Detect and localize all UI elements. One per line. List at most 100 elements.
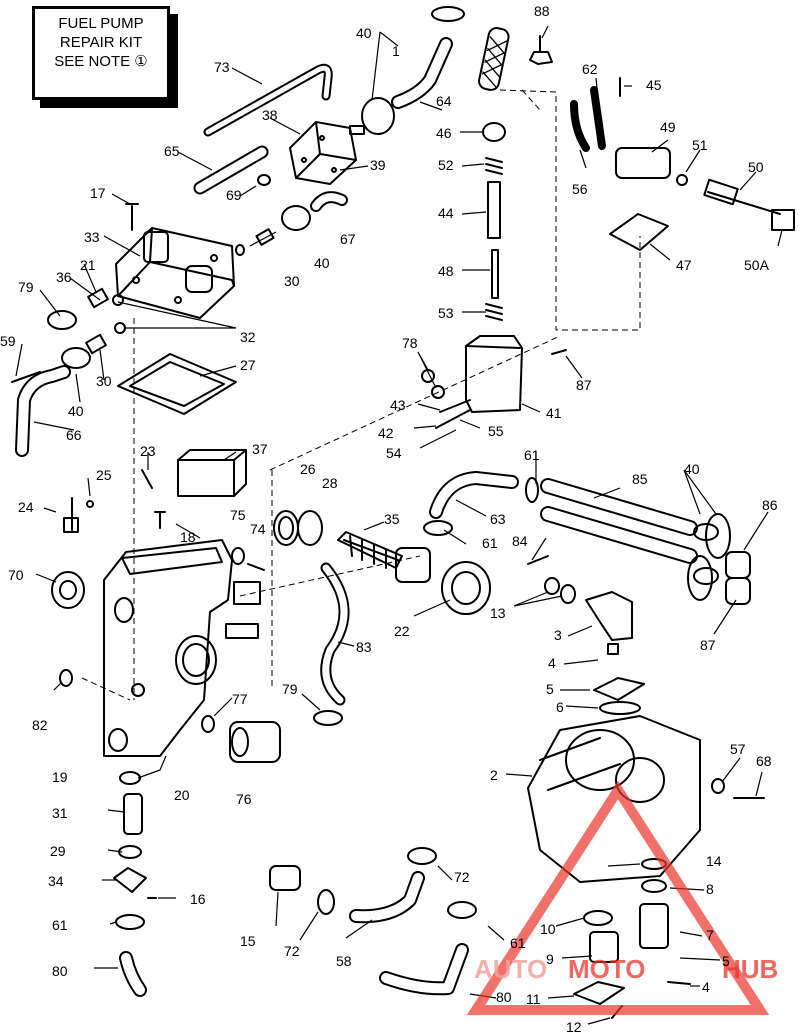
cover-33	[115, 227, 235, 319]
pin-42	[435, 409, 471, 429]
label-53: 53	[438, 305, 454, 321]
screw-4-b	[667, 981, 691, 985]
label-79-b: 79	[282, 681, 298, 697]
label-51: 51	[692, 137, 708, 153]
clamp-40-d	[61, 347, 91, 369]
bracket-37	[177, 459, 235, 497]
label-7: 7	[706, 927, 714, 943]
label-50A: 50A	[744, 257, 770, 273]
gasket-11	[573, 981, 625, 1005]
watermark-triangle	[466, 780, 770, 1015]
part-labels: 40 1 88 73 38 65 39 69 17 33 21 36 79 67…	[0, 3, 778, 1034]
label-35: 35	[384, 511, 400, 527]
watermark: AUTO MOTO HUB	[466, 780, 778, 1015]
note-line-3: SEE NOTE ①	[54, 53, 148, 70]
label-55: 55	[488, 423, 504, 439]
label-78: 78	[402, 335, 418, 351]
label-66: 66	[66, 427, 82, 443]
label-75: 75	[230, 507, 246, 523]
label-65: 65	[164, 143, 180, 159]
washer-19	[119, 771, 141, 785]
fitting-31	[123, 793, 143, 835]
label-64: 64	[436, 93, 452, 109]
clamp-40-top	[431, 6, 465, 22]
washer-75	[231, 547, 245, 565]
tube-62	[570, 100, 590, 152]
clamp-79	[47, 310, 77, 330]
oring-29	[118, 845, 142, 859]
valve-50	[707, 191, 781, 215]
label-14: 14	[706, 853, 722, 869]
label-73: 73	[214, 59, 230, 75]
oring-10	[583, 910, 613, 926]
label-74: 74	[250, 521, 266, 537]
label-39: 39	[370, 157, 386, 173]
housing-49	[615, 147, 671, 179]
label-4-b: 4	[702, 979, 710, 995]
label-80: 80	[52, 963, 68, 979]
clamp-72-b	[407, 847, 437, 865]
label-6: 6	[556, 699, 564, 715]
label-40-c: 40	[314, 255, 330, 271]
label-63: 63	[490, 511, 506, 527]
spring-53	[485, 303, 503, 321]
label-77: 77	[232, 691, 248, 707]
bracket-34	[113, 867, 147, 893]
label-87-b: 87	[700, 637, 716, 653]
label-10: 10	[540, 921, 556, 937]
label-34: 34	[48, 873, 64, 889]
label-37: 37	[252, 441, 268, 457]
filter-cap-22	[441, 561, 491, 615]
label-61-b: 61	[482, 535, 498, 551]
label-72: 72	[284, 943, 300, 959]
clamp-61-a	[423, 520, 453, 536]
label-27: 27	[240, 357, 256, 373]
label-40: 40	[356, 25, 372, 41]
screw-59	[11, 371, 41, 383]
label-44: 44	[438, 205, 454, 221]
spring-52	[485, 157, 503, 175]
watermark-text-2: MOTO	[568, 954, 646, 984]
label-61-c: 61	[52, 917, 68, 933]
label-86: 86	[762, 497, 778, 513]
label-23: 23	[140, 443, 156, 459]
label-21: 21	[80, 257, 96, 273]
hose-64	[478, 27, 510, 91]
label-30-b: 30	[96, 373, 112, 389]
washer-13-a	[544, 577, 560, 595]
clamp-61-d	[447, 901, 477, 919]
fitting-15	[269, 865, 301, 891]
label-84: 84	[512, 533, 528, 549]
label-16: 16	[190, 891, 206, 907]
label-61-d: 61	[510, 935, 526, 951]
label-72-b: 72	[454, 869, 470, 885]
screw-18	[154, 511, 166, 529]
label-42: 42	[378, 425, 394, 441]
note-line-1: FUEL PUMP	[58, 15, 144, 32]
clamp-72-a	[317, 889, 335, 915]
label-69: 69	[226, 187, 242, 203]
label-26: 26	[300, 461, 316, 477]
label-43: 43	[390, 397, 406, 413]
bolt-84	[527, 555, 549, 565]
label-46: 46	[436, 125, 452, 141]
seal-46	[482, 122, 506, 142]
label-82: 82	[32, 717, 48, 733]
label-32: 32	[240, 329, 256, 345]
label-48: 48	[438, 263, 454, 279]
fuel-fitting-76	[229, 721, 281, 763]
seal-77	[201, 715, 215, 733]
label-87: 87	[576, 377, 592, 393]
bolt-74	[247, 563, 265, 571]
clamp-40-f	[687, 555, 713, 601]
label-8: 8	[706, 881, 714, 897]
pin-23	[141, 469, 153, 489]
plunger-44	[487, 181, 501, 239]
label-12: 12	[566, 1019, 582, 1034]
label-79: 79	[18, 279, 34, 295]
clamp-61-c	[115, 914, 145, 930]
fuel-pump-body-2	[527, 715, 701, 883]
label-22: 22	[394, 623, 410, 639]
label-11: 11	[526, 991, 541, 1007]
